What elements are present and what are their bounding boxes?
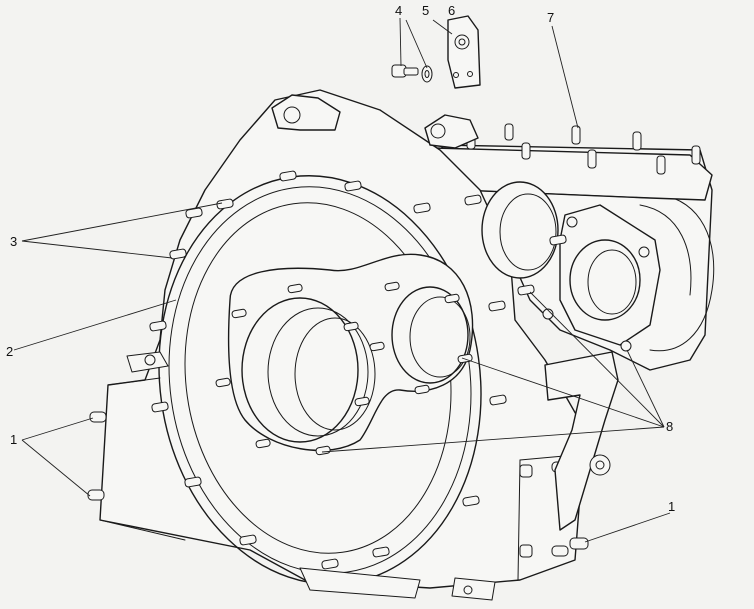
- leader-lines: [13, 17, 671, 543]
- callout-7: 7: [547, 10, 554, 25]
- callout-1-left: 1: [10, 432, 17, 447]
- callout-4: 4: [395, 3, 402, 18]
- bottom-feet: [299, 567, 496, 601]
- callout-3: 3: [10, 234, 17, 249]
- side-flange: [542, 204, 661, 352]
- callout-labels: 4 5 6 7 3 2 1 8 1: [6, 3, 675, 514]
- lower-boss: [126, 351, 169, 373]
- callout-8: 8: [666, 419, 673, 434]
- inner-openings: [227, 181, 559, 452]
- flange-studs: [149, 170, 567, 570]
- bolt-part: [391, 64, 419, 78]
- side-bracket: [544, 351, 619, 531]
- top-flange-studs: [466, 123, 701, 175]
- washer-part: [421, 65, 433, 83]
- lock-plate-part: [447, 15, 481, 89]
- exploded-parts: [391, 15, 481, 89]
- callout-1-right: 1: [668, 499, 675, 514]
- callout-2: 2: [6, 344, 13, 359]
- callout-5: 5: [422, 3, 429, 18]
- callout-6: 6: [448, 3, 455, 18]
- lifting-eye: [271, 94, 479, 149]
